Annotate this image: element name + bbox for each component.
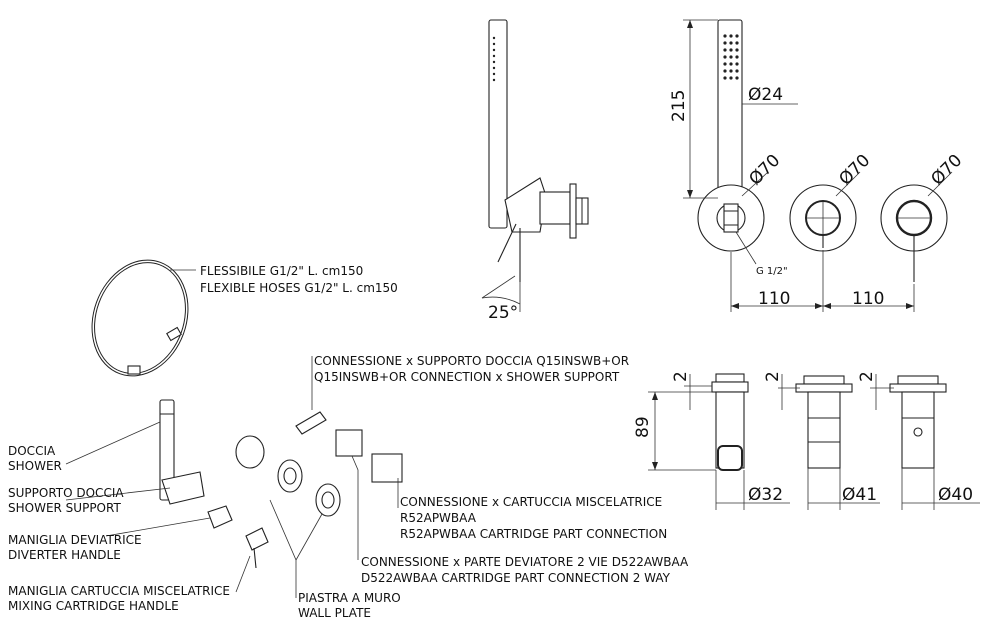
conn-div-label-2: D522AWBAA CARTRIDGE PART CONNECTION 2 WA…	[361, 571, 671, 585]
wall-plate-side	[569, 183, 577, 239]
diverter-handle	[207, 505, 233, 529]
height-215-label: 215	[669, 90, 689, 122]
dia-40-label: Ø40	[938, 485, 973, 505]
support-label-it: SUPPORTO DOCCIA	[8, 486, 124, 500]
hose-label-en: FLEXIBLE HOSES G1/2" L. cm150	[200, 281, 398, 295]
angle-label: 25°	[488, 303, 518, 323]
mixing-label-en: MIXING CARTRIDGE HANDLE	[8, 599, 179, 613]
mixing-label-it: MANIGLIA CARTUCCIA MISCELATRICE	[8, 584, 230, 598]
spacing-1-label: 110	[758, 289, 790, 309]
dia-70-a-label: Ø70	[745, 151, 784, 190]
shower-label-it: DOCCIA	[8, 444, 56, 458]
conn-support-label-2: Q15INSWB+OR CONNECTION x SHOWER SUPPORT	[314, 370, 620, 384]
mixing-connection-exploded	[371, 453, 403, 483]
wall-plate-exploded-1	[235, 435, 265, 469]
wallplate-label-en: WALL PLATE	[298, 606, 371, 620]
dia-24-label: Ø24	[748, 85, 783, 105]
body-2	[807, 391, 841, 469]
body-1-top	[715, 373, 745, 383]
dia-41-label: Ø41	[842, 485, 877, 505]
gap-1-label: 2	[671, 371, 691, 382]
conn-mix-label-1: CONNESSIONE x CARTUCCIA MISCELATRICE	[400, 495, 662, 509]
conn-mix-label-2: R52APWBAA	[400, 511, 477, 525]
shower-connector-front	[723, 203, 739, 233]
gap-2-label: 2	[763, 371, 783, 382]
wallplate-label-it: PIASTRA A MURO	[298, 591, 401, 605]
side-view: 25°	[481, 19, 589, 323]
text-labels: FLESSIBILE G1/2" L. cm150 FLEXIBLE HOSES…	[8, 264, 689, 620]
depth-89-label: 89	[633, 416, 653, 438]
shower-nozzle-dots	[492, 36, 496, 82]
hand-shower-front	[717, 19, 743, 207]
body-2-top	[803, 375, 845, 385]
diverter-label-it: MANIGLIA DEVIATRICE	[8, 533, 142, 547]
hose-label-it: FLESSIBILE G1/2" L. cm150	[200, 264, 363, 278]
hand-shower-side	[488, 19, 508, 229]
angle-arc	[481, 296, 521, 305]
diverter-label-en: DIVERTER HANDLE	[8, 548, 121, 562]
conn-div-label-1: CONNESSIONE x PARTE DEVIATORE 2 VIE D522…	[361, 555, 689, 569]
valve-body-side	[539, 191, 571, 225]
conn-mix-label-3: R52APWBAA CARTRIDGE PART CONNECTION	[400, 527, 667, 541]
mixing-handle	[245, 527, 269, 551]
dia-70-b-label: Ø70	[835, 151, 874, 190]
body-views: Ø32 89 2 Ø41 2 Ø40 2	[633, 371, 980, 510]
dia-70-c-label: Ø70	[927, 151, 966, 190]
shower-support-exploded	[161, 471, 205, 505]
conn-support-label-1: CONNESSIONE x SUPPORTO DOCCIA Q15INSWB+O…	[314, 354, 629, 368]
diverter-lever-side	[497, 223, 517, 263]
support-connection-exploded	[295, 411, 327, 435]
body-3-top	[897, 375, 939, 385]
front-nozzle-dots	[723, 34, 739, 80]
spacing-2-label: 110	[852, 289, 884, 309]
front-view: 215 Ø24 Ø70 Ø70 Ø70 G 1/2" 110 110	[669, 19, 966, 312]
hand-shower-exploded	[159, 399, 175, 501]
gap-3-label: 2	[857, 371, 877, 382]
thread-label: G 1/2"	[756, 266, 788, 277]
support-label-en: SHOWER SUPPORT	[8, 501, 121, 515]
shower-label-en: SHOWER	[8, 459, 62, 473]
diverter-connection-exploded	[335, 429, 363, 457]
dia-32-label: Ø32	[748, 485, 783, 505]
exploded-view	[65, 259, 403, 598]
angle-arm	[481, 275, 516, 299]
